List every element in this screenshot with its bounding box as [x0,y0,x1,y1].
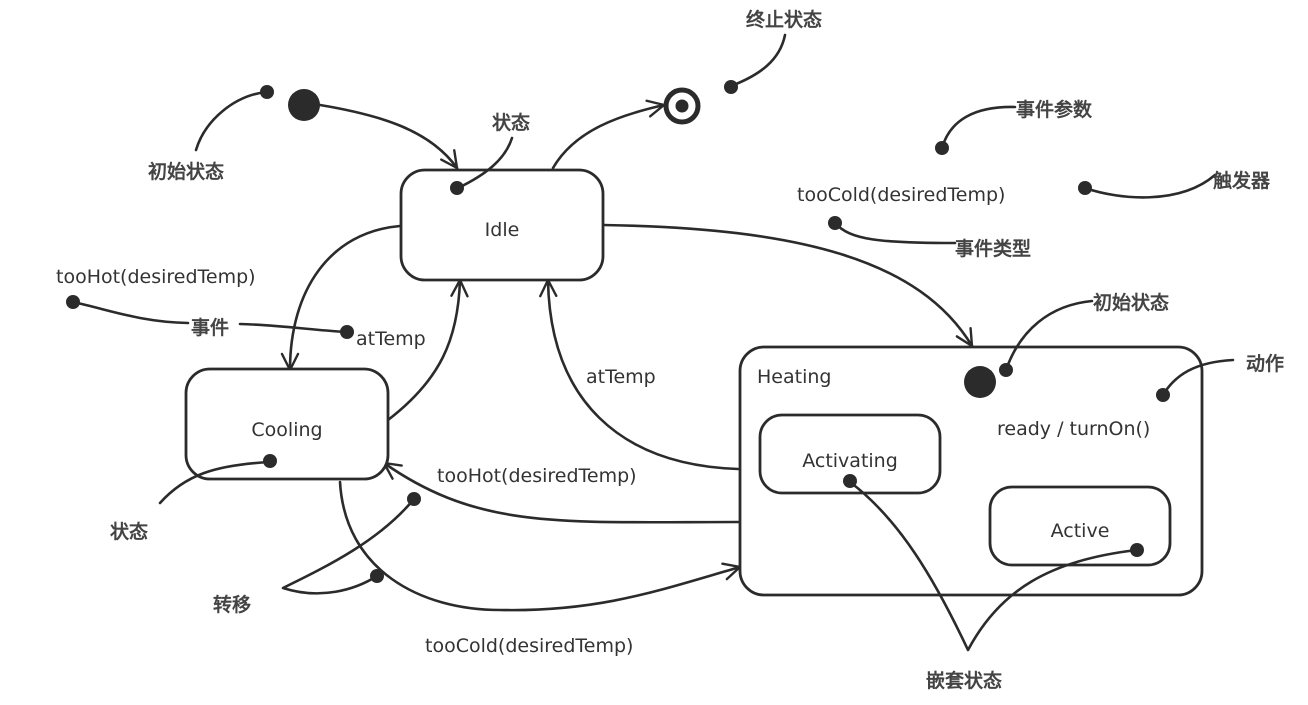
transition-cooling-to-heating [338,480,740,612]
label-cooling-to-idle: atTemp [356,328,426,350]
state-cooling-label: Cooling [251,419,322,441]
leader-dot-event-params [935,141,949,155]
state-idle-label: Idle [485,219,520,241]
leader-event [71,300,190,325]
initial-state-node [288,89,320,121]
label-idle-to-heating: tooCold(desiredTemp) [797,184,1005,206]
state-active-label: Active [1051,520,1110,542]
leader-trigger [1083,173,1217,199]
annotation-initial-state: 初始状态 [148,160,224,183]
leader-dot-transition-bottom [370,569,384,583]
leader-dot-initial-state [260,85,274,99]
label-heating-to-cooling: tooHot(desiredTemp) [437,465,637,487]
leader-initial-state [194,90,269,152]
leader-dot-nested-initial-state [999,363,1013,377]
annotation-transition: 转移 [213,593,251,616]
annotation-state-cooling: 状态 [110,520,148,543]
annotation-event-params: 事件参数 [1016,98,1093,121]
leader-dot-nested-activating [843,474,857,488]
leader-nested-state [848,480,1139,652]
state-cooling[interactable] [184,367,390,481]
leader-dot-final-state [724,80,738,94]
leader-state-cooling [158,460,272,505]
leader-dot-state-idle [450,181,464,195]
leader-event-params [940,105,1017,150]
leader-dot-event-right [340,325,354,339]
transition-idle-to-final [551,105,664,170]
leader-dot-transition-top [407,492,421,506]
label-activating-to-active: ready / turnOn() [997,418,1150,440]
label-heating-to-idle: atTemp [586,366,656,388]
annotation-trigger: 触发器 [1213,169,1271,192]
leader-nested-initial-state [1004,299,1094,372]
state-heating-label: Heating [757,366,831,388]
nested-initial-state-node [964,366,996,398]
annotation-state-idle: 状态 [492,111,530,134]
leader-dot-action [1156,388,1170,402]
leader-state-idle [456,136,514,190]
final-state-inner [675,99,689,113]
leader-event-type [833,221,957,245]
transition-idle-to-heating [601,223,972,346]
transition-heating-to-idle [548,280,740,471]
transition-idle-to-cooling [290,224,402,370]
state-active[interactable] [988,485,1172,567]
leader-dot-state-cooling [263,454,277,468]
leader-final-state [729,33,787,88]
state-idle[interactable] [399,168,605,282]
state-activating[interactable] [758,413,942,495]
annotation-final-state: 终止状态 [746,8,822,31]
transition-heating-to-cooling [384,463,740,524]
annotation-nested-state: 嵌套状态 [926,669,1002,692]
annotation-nested-initial-state: 初始状态 [1093,291,1169,314]
transition-cooling-to-idle [386,280,460,422]
leader-dot-event-left [66,295,80,309]
leader-dot-nested-active [1130,543,1144,557]
leader-dot-trigger [1078,181,1092,195]
leader-event-right [238,322,349,334]
leader-dot-event-type [828,216,842,230]
annotation-event: 事件 [191,316,229,339]
annotation-action: 动作 [1246,352,1284,375]
state-activating-label: Activating [802,450,898,472]
label-cooling-to-heating: tooCold(desiredTemp) [425,635,633,657]
transition-initial-to-idle [318,103,457,168]
annotation-event-type: 事件类型 [955,237,1031,260]
label-idle-to-cooling: tooHot(desiredTemp) [56,266,256,288]
leader-transition [281,497,416,595]
